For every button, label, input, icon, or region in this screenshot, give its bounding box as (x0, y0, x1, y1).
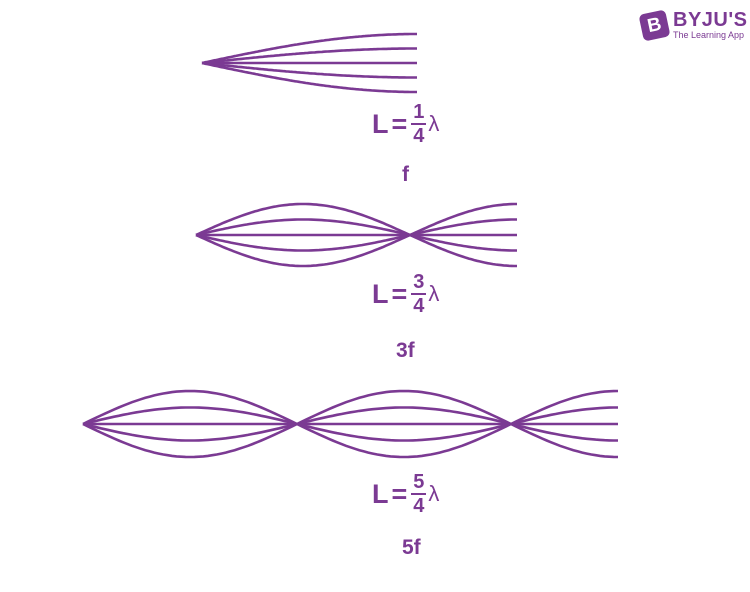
fraction: 1 4 (411, 101, 427, 147)
standing-wave-3 (82, 389, 619, 459)
wave-line (201, 61, 417, 79)
wave-line (195, 202, 517, 268)
wave-line (201, 32, 417, 65)
frequency-label-harmonic-5: 5f (402, 536, 421, 559)
fraction-denominator: 4 (413, 295, 425, 317)
wave-line (201, 61, 417, 94)
fraction-numerator: 5 (411, 471, 427, 495)
logo-tagline: The Learning App (673, 30, 745, 40)
fraction-numerator: 3 (411, 271, 427, 295)
frequency-label-harmonic-3: 3f (396, 339, 415, 362)
wavelength-symbol: λ (428, 481, 440, 506)
wave-line (82, 406, 618, 442)
standing-wave-2 (195, 202, 517, 268)
wave-line (201, 47, 417, 65)
fraction: 5 4 (411, 471, 427, 517)
wave-line (82, 389, 619, 459)
wavelength-symbol: λ (428, 281, 440, 306)
fraction: 3 4 (411, 271, 427, 317)
equation-harmonic-5: L = 5 4 λ (372, 472, 439, 516)
length-symbol: L (372, 108, 389, 139)
logo-text: BYJU'S The Learning App (673, 10, 747, 41)
wave-line (195, 218, 517, 252)
standing-wave-1 (201, 32, 417, 94)
wave-line (195, 218, 517, 252)
fraction-numerator: 1 (411, 101, 427, 125)
wavelength-symbol: λ (428, 111, 440, 136)
length-symbol: L (372, 278, 389, 309)
logo-mark-icon: B (638, 9, 671, 42)
fraction-denominator: 4 (413, 125, 425, 147)
equals-sign: = (391, 278, 408, 309)
equation-harmonic-3: L = 3 4 λ (372, 272, 439, 316)
equals-sign: = (391, 108, 408, 139)
wave-line (82, 406, 618, 442)
frequency-label-harmonic-1: f (402, 163, 409, 186)
equation-harmonic-1: L = 1 4 λ (372, 102, 439, 146)
wave-line (82, 389, 619, 459)
length-symbol: L (372, 478, 389, 509)
byjus-logo: B BYJU'S The Learning App (638, 9, 747, 42)
fraction-denominator: 4 (413, 495, 425, 517)
equals-sign: = (391, 478, 408, 509)
logo-brand: BYJU'S (673, 9, 748, 31)
wave-line (195, 202, 517, 268)
